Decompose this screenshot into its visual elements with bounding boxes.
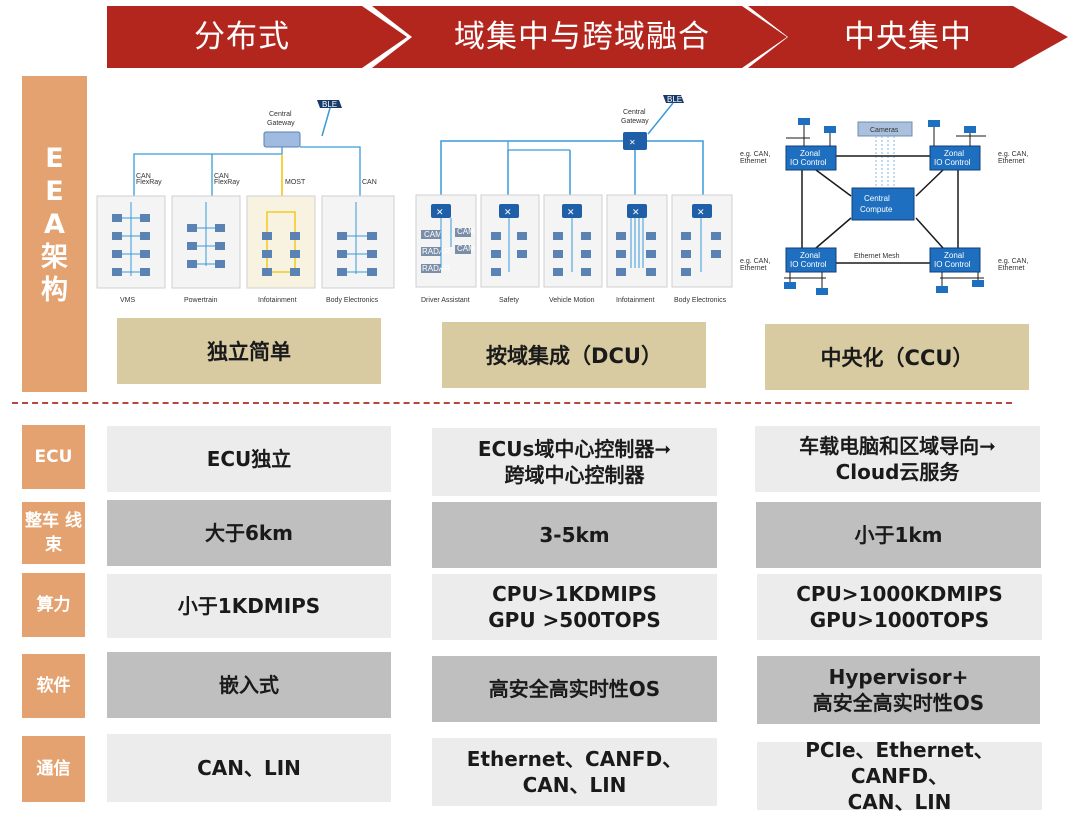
section-divider — [12, 402, 1012, 404]
software-central: Hypervisor+ 高安全高实时性OS — [757, 656, 1040, 724]
svg-text:Compute: Compute — [860, 205, 893, 214]
svg-text:IO Control: IO Control — [934, 158, 971, 167]
svg-text:Central: Central — [269, 111, 292, 118]
eea-char: A — [44, 209, 65, 240]
svg-text:e.g. CAN,: e.g. CAN, — [998, 151, 1028, 158]
svg-text:Ethernet: Ethernet — [998, 158, 1025, 165]
comm-domain: Ethernet、CANFD、 CAN、LIN — [432, 738, 717, 806]
stage-arrow-shape — [107, 6, 407, 68]
zone-label: Safety — [499, 297, 519, 304]
svg-text:✕: ✕ — [629, 138, 636, 147]
ecu-central: 车载电脑和区域导向➞ Cloud云服务 — [755, 426, 1040, 492]
cameras-label: Cameras — [870, 127, 899, 134]
svg-text:CAN: CAN — [214, 173, 229, 180]
svg-text:IO Control: IO Control — [934, 260, 971, 269]
distributed-architecture-diagram: BLE Central Gateway CAN FlexRay CAN Flex… — [92, 92, 404, 310]
row-label-compute: 算力 — [22, 573, 85, 637]
zone-label: Driver Assistant — [421, 297, 470, 304]
svg-text:CAM: CAM — [424, 230, 442, 239]
zone-label: Body Electronics — [674, 297, 727, 304]
zone-label: Infotainment — [616, 297, 655, 304]
domain-label: VMS — [120, 297, 136, 304]
harness-distributed: 大于6km — [107, 500, 391, 566]
svg-text:IO Control: IO Control — [790, 260, 827, 269]
svg-text:CAM: CAM — [457, 244, 475, 253]
svg-text:✕: ✕ — [632, 208, 640, 218]
svg-text:Ethernet: Ethernet — [998, 265, 1025, 272]
svg-text:Gateway: Gateway — [621, 118, 649, 125]
svg-text:RADAR: RADAR — [422, 264, 450, 273]
eea-char: 构 — [41, 275, 68, 306]
comm-central: PCIe、Ethernet、CANFD、 CAN、LIN — [757, 738, 1042, 814]
svg-text:Zonal: Zonal — [944, 251, 964, 260]
summary-central: 中央化（CCU） — [765, 324, 1029, 390]
svg-text:Zonal: Zonal — [944, 149, 964, 158]
svg-text:Zonal: Zonal — [800, 149, 820, 158]
svg-text:e.g. CAN,: e.g. CAN, — [740, 258, 770, 265]
row-label-ecu: ECU — [22, 425, 85, 489]
stage-domain-fusion: 域集中与跨域融合 — [372, 6, 787, 68]
svg-text:CAM: CAM — [457, 227, 475, 236]
svg-text:Zonal: Zonal — [800, 251, 820, 260]
zone-label: Vehicle Motion — [549, 297, 595, 304]
software-distributed: 嵌入式 — [107, 652, 391, 718]
stage-arrow-shape — [748, 6, 1068, 68]
svg-text:✕: ✕ — [697, 208, 705, 218]
svg-text:MOST: MOST — [285, 179, 306, 186]
svg-text:RADAR: RADAR — [422, 247, 450, 256]
svg-text:Gateway: Gateway — [267, 120, 295, 127]
svg-text:✕: ✕ — [436, 208, 444, 218]
row-label-comm: 通信 — [22, 736, 85, 802]
summary-domain: 按域集成（DCU） — [442, 322, 706, 388]
ecu-domain: ECUs域中心控制器➞ 跨域中心控制器 — [432, 428, 717, 496]
eea-char: 架 — [41, 242, 68, 273]
svg-text:CAN: CAN — [136, 173, 151, 180]
svg-text:CAN: CAN — [362, 179, 377, 186]
domain-architecture-diagram: BLE Central Gateway ✕ ✕ ✕ ✕ ✕ ✕ — [413, 92, 738, 310]
svg-text:e.g. CAN,: e.g. CAN, — [740, 151, 770, 158]
svg-text:Ethernet: Ethernet — [740, 265, 767, 272]
ecu-distributed: ECU独立 — [107, 426, 391, 492]
summary-distributed: 独立简单 — [117, 318, 381, 384]
svg-text:Ethernet: Ethernet — [740, 158, 767, 165]
stage-label: 分布式 — [194, 19, 290, 55]
domain-label: Infotainment — [258, 297, 297, 304]
stage-arrow-shape — [372, 6, 787, 68]
svg-text:Central: Central — [623, 109, 646, 116]
eea-architecture-label: E E A 架 构 — [22, 76, 87, 392]
stage-distributed: 分布式 — [107, 6, 407, 68]
stage-label: 域集中与跨域融合 — [454, 19, 710, 55]
svg-text:FlexRay: FlexRay — [136, 179, 162, 186]
eea-char: E — [45, 143, 64, 174]
stage-label: 中央集中 — [844, 19, 972, 55]
harness-central: 小于1km — [756, 502, 1041, 568]
svg-text:IO Control: IO Control — [790, 158, 827, 167]
eea-char: E — [45, 176, 64, 207]
stage-central: 中央集中 — [748, 6, 1073, 68]
domain-label: Powertrain — [184, 297, 218, 304]
svg-text:e.g. CAN,: e.g. CAN, — [998, 258, 1028, 265]
ble-label: BLE — [322, 100, 337, 109]
svg-text:✕: ✕ — [567, 208, 575, 218]
svg-text:✕: ✕ — [504, 208, 512, 218]
harness-domain: 3-5km — [432, 502, 717, 568]
compute-central: CPU>1000KDMIPS GPU>1000TOPS — [757, 574, 1042, 640]
mesh-label: Ethernet Mesh — [854, 253, 900, 260]
domain-label: Body Electronics — [326, 297, 379, 304]
compute-distributed: 小于1KDMIPS — [107, 574, 391, 638]
compute-domain: CPU>1KDMIPS GPU >500TOPS — [432, 574, 717, 640]
svg-text:FlexRay: FlexRay — [214, 179, 240, 186]
row-label-software: 软件 — [22, 654, 85, 718]
svg-text:Central: Central — [864, 194, 890, 203]
svg-text:BLE: BLE — [667, 95, 682, 104]
comm-distributed: CAN、LIN — [107, 734, 391, 802]
row-label-harness: 整车 线束 — [22, 502, 85, 564]
software-domain: 高安全高实时性OS — [432, 656, 717, 722]
